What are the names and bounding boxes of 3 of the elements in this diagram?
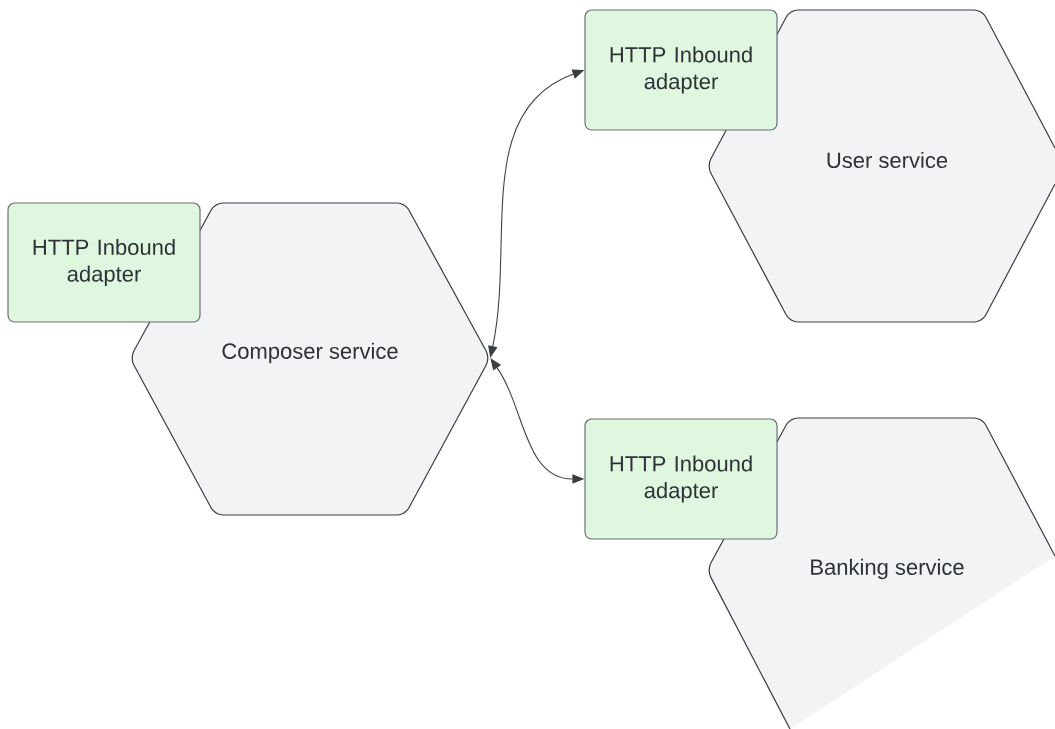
- adapter-box: HTTP Inbound adapter: [7, 202, 201, 323]
- adapter-box: HTTP Inbound adapter: [584, 418, 778, 540]
- adapter-box: HTTP Inbound adapter: [584, 9, 778, 131]
